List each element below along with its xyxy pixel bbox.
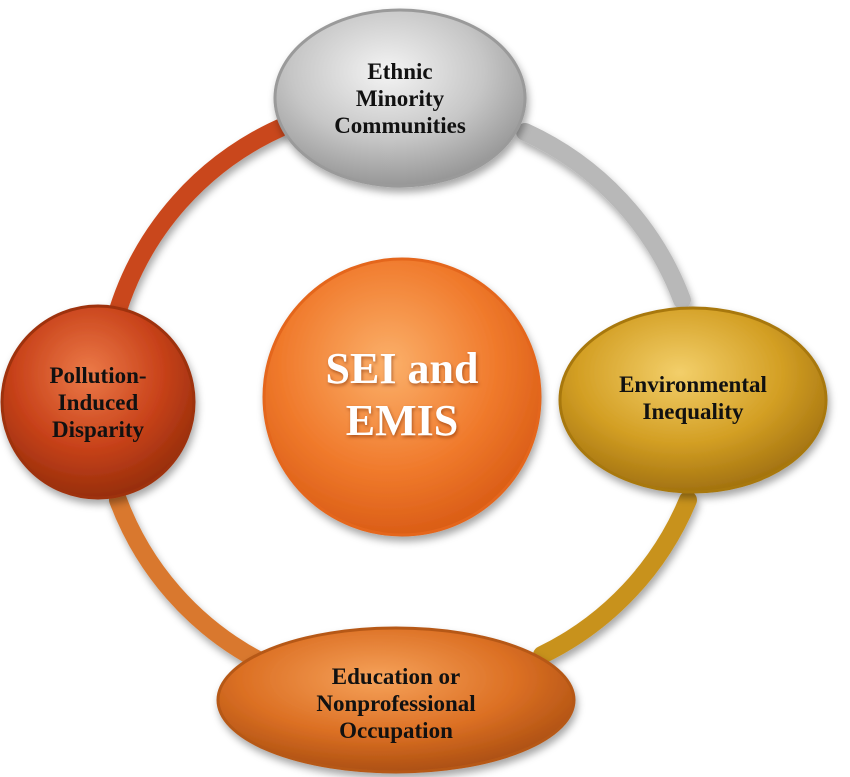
node-top-shape [273, 8, 527, 188]
ring [109, 119, 697, 669]
node-bottom-shape [216, 626, 576, 774]
ring-segment-bottom-right [533, 491, 697, 664]
node-left-shape [0, 304, 196, 500]
center-circle [262, 257, 542, 537]
ring-segment-top-right [516, 123, 691, 309]
ring-segment-top-left [109, 119, 289, 319]
ring-segment-bottom-left [109, 491, 267, 669]
node-right-shape [558, 306, 828, 494]
